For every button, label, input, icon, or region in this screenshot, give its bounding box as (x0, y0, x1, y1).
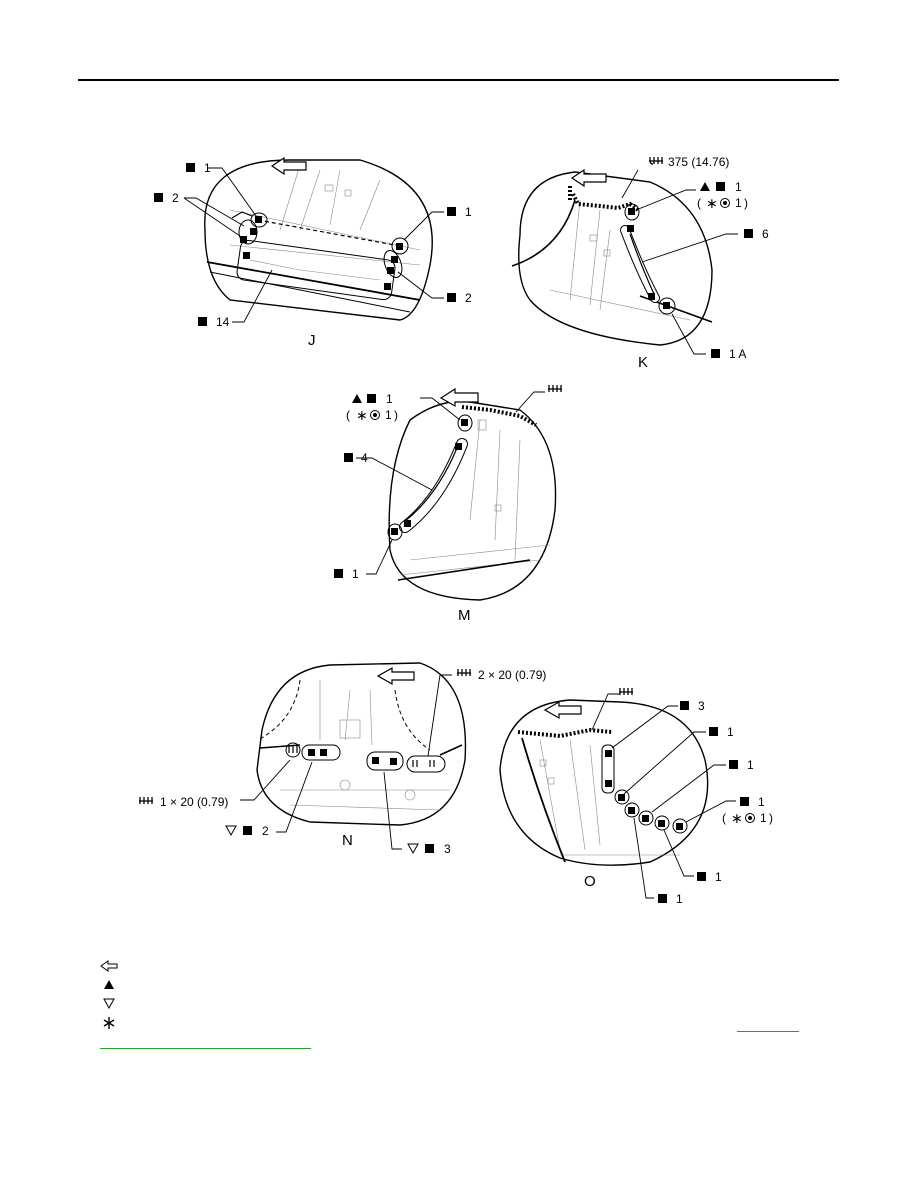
callout-k-3: 1 A (729, 347, 746, 361)
legend-item-arrow (100, 956, 820, 975)
asterisk-icon: ∗ (356, 407, 368, 423)
weld-n-top: 2 × 20 (0.79) (478, 668, 546, 682)
callout-j-5: 14 (216, 315, 230, 329)
front-arrow-icon (270, 156, 307, 176)
weld-n-left: 1 × 20 (0.79) (160, 795, 228, 809)
reference-link-part1[interactable] (737, 1031, 799, 1032)
hollow-triangle-icon (100, 998, 118, 1009)
callout-o-1: 3 (698, 699, 705, 713)
svg-text:): ) (394, 408, 398, 422)
callout-o-4: 1 (758, 795, 765, 809)
panel-k: 375 (14.76) 1 ( ∗ 1 ) 6 1 A K (511, 155, 769, 371)
asterisk-icon: ∗ (706, 195, 718, 211)
front-arrow-icon (439, 387, 479, 408)
panel-k-label: K (638, 354, 648, 371)
legend-item-asterisk (100, 1013, 820, 1032)
callout-n-2: 3 (444, 842, 451, 856)
front-arrow-icon (570, 168, 607, 188)
panel-o-label: O (584, 873, 596, 890)
svg-text:): ) (769, 811, 773, 825)
callout-o-2: 1 (727, 725, 734, 739)
paren-value-o: 1 (760, 811, 767, 825)
panel-j: 1 2 1 2 14 J (154, 156, 472, 349)
front-arrow-icon (543, 700, 582, 720)
callout-o-5: 1 (715, 870, 722, 884)
panel-j-label: J (308, 332, 316, 349)
paren-value-k: 1 (735, 196, 742, 210)
front-arrow-icon (376, 666, 415, 686)
svg-text:(: ( (346, 408, 350, 422)
callout-o-6: 1 (676, 892, 683, 906)
callout-j-4: 2 (465, 291, 472, 305)
legend-item-hollow-triangle (100, 994, 820, 1013)
weld-length-k: 375 (14.76) (668, 155, 729, 169)
callout-m-3: 1 (352, 567, 359, 581)
panel-o: 3 1 1 1 ( ∗ 1 ) 1 1 O (499, 688, 773, 906)
filled-triangle-icon (100, 979, 118, 990)
filled-triangle-icon (700, 182, 710, 191)
hollow-triangle-icon (225, 825, 237, 837)
filled-triangle-icon (352, 394, 362, 403)
callout-j-2: 2 (172, 191, 179, 205)
panel-m-label: M (458, 607, 471, 624)
callout-k-1: 1 (735, 180, 742, 194)
panel-n: 2 × 20 (0.79) 1 × 20 (0.79) 2 3 N (139, 662, 546, 856)
weld-length-icon (139, 797, 153, 804)
paren-open: ( (697, 196, 701, 210)
reference-link-part2[interactable] (100, 1048, 311, 1049)
callout-m-2: 4 (361, 451, 368, 465)
weld-length-icon (619, 688, 633, 695)
symbol-legend (100, 956, 820, 1032)
legend-item-filled-triangle (100, 975, 820, 994)
svg-text:(: ( (722, 811, 726, 825)
header-rule (78, 79, 839, 81)
panel-m: 1 ( ∗ 1 ) 4 1 M (334, 385, 562, 624)
hollow-arrow-icon (100, 959, 118, 972)
weld-length-icon (457, 669, 471, 676)
callout-j-1: 1 (204, 161, 211, 175)
asterisk-icon: ∗ (731, 810, 743, 826)
callout-j-3: 1 (465, 205, 472, 219)
callout-m-1: 1 (386, 392, 393, 406)
callout-n-1: 2 (262, 824, 269, 838)
weld-length-icon (548, 385, 562, 392)
callout-k-2: 6 (762, 227, 769, 241)
callout-o-3: 1 (747, 758, 754, 772)
svg-text:): ) (744, 196, 748, 210)
hollow-triangle-icon (407, 843, 419, 855)
paren-value-m: 1 (385, 408, 392, 422)
asterisk-icon (100, 1016, 118, 1030)
panel-n-label: N (342, 832, 353, 849)
